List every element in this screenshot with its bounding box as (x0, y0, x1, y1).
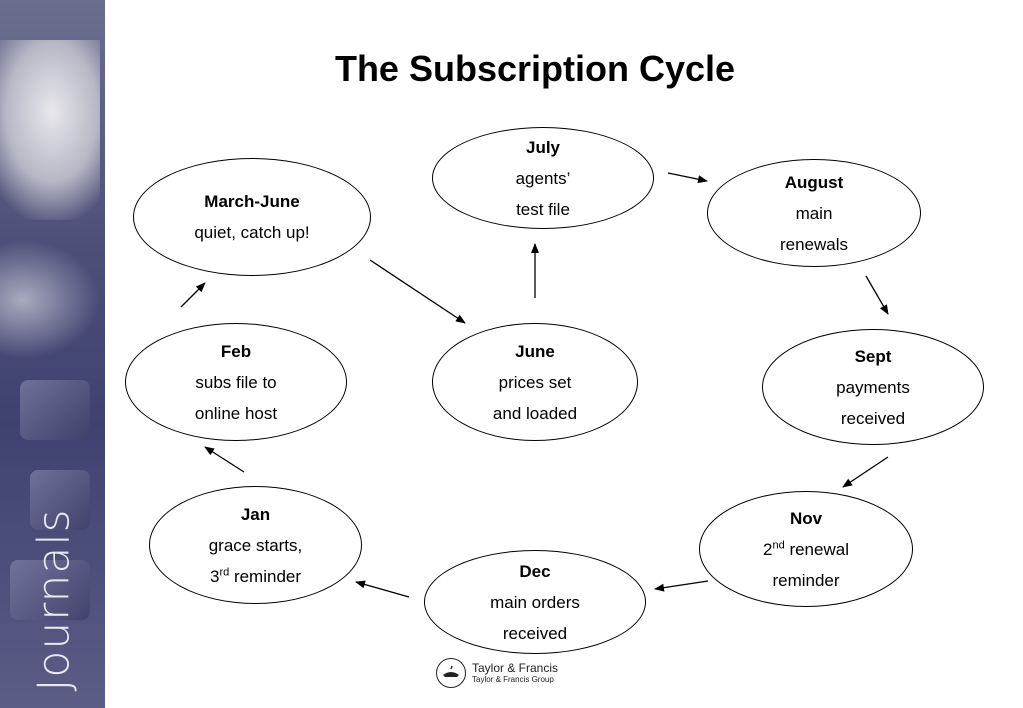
sidebar-keyboard-key (20, 380, 90, 440)
sidebar-keyboard-key (10, 560, 90, 620)
logo-text: Taylor & Francis Taylor & Francis Group (472, 661, 558, 685)
page-title: The Subscription Cycle (334, 48, 736, 89)
node-jan-month: Jan (240, 504, 271, 524)
node-july-line2: test file (516, 199, 570, 219)
arrow-sept-to-nov (842, 456, 889, 488)
node-august: August main renewals (707, 159, 921, 267)
sidebar-keyboard-key (30, 470, 90, 530)
node-jan-ordinal: 3 (209, 566, 220, 586)
node-jan-line2: 3rd reminder (210, 561, 301, 592)
node-august-month: August (784, 172, 844, 192)
sidebar-image: Journals (0, 0, 105, 708)
node-june-line2: and loaded (492, 403, 578, 423)
node-sept: Sept payments received (762, 329, 984, 445)
node-dec-month: Dec (519, 561, 551, 581)
node-june: June prices set and loaded (432, 323, 638, 441)
node-sept-month: Sept (854, 346, 892, 366)
sidebar-photo-shadow (0, 240, 100, 360)
node-sept-line2: received (840, 408, 906, 428)
arrow-july-to-august (667, 172, 708, 184)
node-june-month: June (515, 341, 555, 361)
node-march-june: March-June quiet, catch up! (133, 158, 371, 276)
node-feb-line2: online host (194, 403, 278, 423)
node-jan: Jan grace starts, 3rd reminder (149, 486, 362, 604)
node-june-line1: prices set (498, 372, 572, 392)
node-nov: Nov 2nd renewal reminder (699, 491, 913, 607)
logo-name: Taylor & Francis (472, 661, 559, 675)
node-july-line1: agents’ (515, 168, 571, 188)
node-march-month: March-June (204, 192, 300, 211)
arrow-august-to-sept (865, 275, 889, 315)
node-july: July agents’ test file (432, 127, 654, 229)
node-august-line2: renewals (779, 234, 849, 254)
node-march-line1: quiet, catch up! (194, 223, 310, 242)
node-dec-line1: main orders (490, 592, 580, 612)
node-feb: Feb subs file to online host (125, 323, 347, 441)
node-nov-line1: 2nd renewal (763, 534, 849, 565)
node-july-month: July (525, 137, 561, 157)
node-jan-line2-text: reminder (229, 566, 302, 586)
arrow-dec-to-jan (355, 580, 410, 598)
node-dec-line2: received (502, 623, 568, 643)
arrow-march-to-june (369, 259, 466, 324)
sidebar-photo-hand (0, 40, 100, 220)
lamp-icon (436, 658, 466, 688)
arrow-nov-to-dec (654, 580, 709, 592)
node-jan-line1: grace starts, (208, 535, 303, 555)
node-nov-line2: reminder (772, 570, 840, 590)
node-nov-line1-text: renewal (784, 539, 849, 559)
node-nov-ordinal: 2 (763, 539, 773, 559)
node-nov-month: Nov (789, 508, 823, 528)
node-sept-line1: payments (836, 377, 910, 397)
node-dec: Dec main orders received (424, 550, 646, 654)
arrow-feb-to-march (180, 282, 206, 308)
node-feb-month: Feb (220, 341, 252, 361)
node-august-line1: main (795, 203, 833, 223)
node-nov-ordinal-suffix: nd (772, 538, 785, 551)
logo-subtitle: Taylor & Francis Group (472, 675, 554, 684)
node-feb-line1: subs file to (195, 372, 277, 392)
publisher-logo: Taylor & Francis Taylor & Francis Group (436, 658, 558, 688)
node-jan-ordinal-suffix: rd (219, 565, 230, 578)
arrow-jan-to-feb (204, 446, 245, 473)
